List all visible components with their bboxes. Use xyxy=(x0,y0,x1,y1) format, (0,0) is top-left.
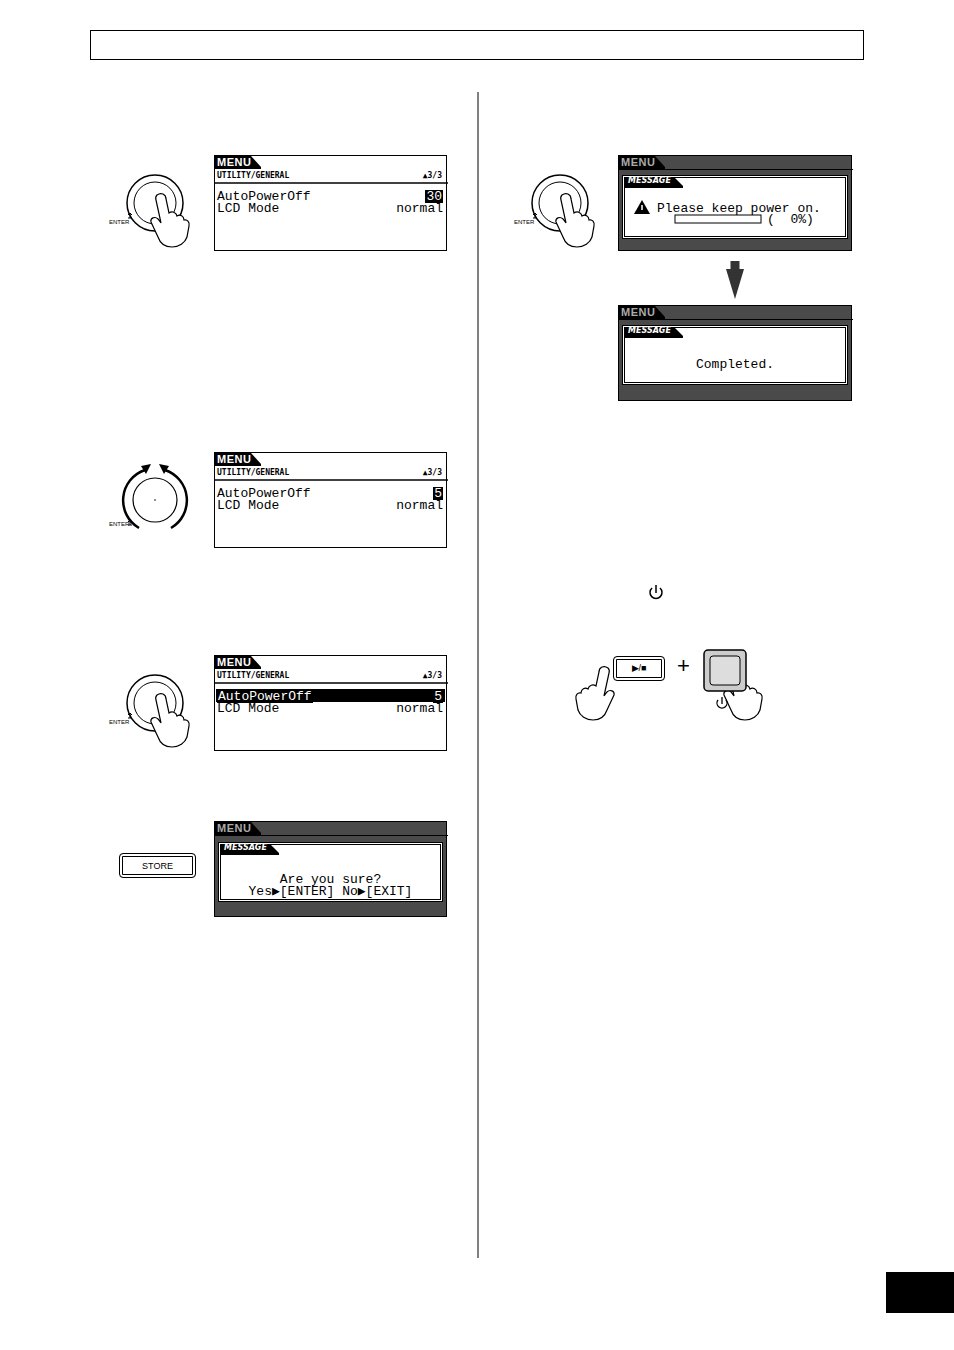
screen-text: ▶/■ xyxy=(632,664,647,673)
screen-text: MENU xyxy=(621,307,655,318)
pressing-hand xyxy=(576,667,614,720)
screen-text: LCD Mode xyxy=(217,499,279,512)
screen-text: LCD Mode xyxy=(217,702,279,715)
page-tab xyxy=(886,1272,954,1313)
screen-text: ( 0%) xyxy=(767,213,814,226)
screen-text: UTILITY/GENERAL xyxy=(217,672,289,680)
message-box: MESSAGEPlease keep power on.( 0%) xyxy=(622,175,848,239)
message-box: MESSAGEAre you sure?Yes▶[ENTER] No▶[EXIT… xyxy=(218,842,443,902)
lcd-screen: MENU MESSAGEPlease keep power on.( 0%) xyxy=(618,155,852,251)
screen-text: ▲3/3 xyxy=(423,469,442,477)
plus-sign: + xyxy=(677,655,690,677)
lcd-screen: MENUUTILITY/GENERAL▲3/3AutoPowerOff5LCD … xyxy=(214,452,447,548)
flow-arrow xyxy=(731,261,740,271)
screen-text: Yes▶[ENTER] No▶[EXIT] xyxy=(249,885,413,898)
header-frame xyxy=(91,31,864,60)
screen-text: MENU xyxy=(217,823,251,834)
enter-label: ENTER xyxy=(109,521,129,527)
lcd-screen: MENUUTILITY/GENERAL▲3/3AutoPowerOff30LCD… xyxy=(214,155,447,251)
pressing-hand xyxy=(151,194,189,247)
power-button xyxy=(704,650,746,708)
screen-heading: MENU xyxy=(217,454,251,465)
lcd-screen: MENU MESSAGEAre you sure?Yes▶[ENTER] No▶[… xyxy=(214,821,447,917)
pressing-hand xyxy=(151,694,189,747)
rotary-dial xyxy=(123,464,187,528)
enter-label: ENTER xyxy=(109,719,129,725)
play-stop-button: ▶/■ xyxy=(613,656,665,681)
power-symbol xyxy=(650,585,662,598)
screen-text: UTILITY/GENERAL xyxy=(217,469,289,477)
screen-text: MENU xyxy=(621,157,655,168)
message-chrome xyxy=(625,328,845,382)
screen-text: UTILITY/GENERAL xyxy=(217,172,289,180)
screen-text: LCD Mode xyxy=(217,202,279,215)
screen-heading: MENU xyxy=(217,657,251,668)
screen-text: normal xyxy=(396,202,443,215)
screen-heading: MESSAGE xyxy=(628,177,671,185)
lcd-screen: MENUUTILITY/GENERAL▲3/3AutoPowerOff5LCD … xyxy=(214,655,447,751)
pressing-hand xyxy=(556,194,594,247)
screen-heading: MESSAGE xyxy=(224,844,267,852)
screen-text: normal xyxy=(396,499,443,512)
screen-text: normal xyxy=(396,702,443,715)
enter-dial xyxy=(127,675,189,747)
enter-dial xyxy=(532,175,594,247)
screen-text: ▲3/3 xyxy=(423,672,442,680)
screen-text: Completed. xyxy=(696,358,774,371)
store-button: STORE xyxy=(119,853,196,878)
enter-dial xyxy=(127,175,189,247)
enter-label: ENTER xyxy=(514,219,534,225)
screen-heading: MENU xyxy=(217,157,251,168)
column-divider xyxy=(478,92,479,1258)
screen-text: STORE xyxy=(142,862,173,871)
enter-label: ENTER xyxy=(109,219,129,225)
screen-heading: MESSAGE xyxy=(628,327,671,335)
screen-text: ▲3/3 xyxy=(423,172,442,180)
lcd-screen: MENU MESSAGE Completed. xyxy=(618,305,852,401)
message-box: MESSAGE Completed. xyxy=(622,325,848,385)
